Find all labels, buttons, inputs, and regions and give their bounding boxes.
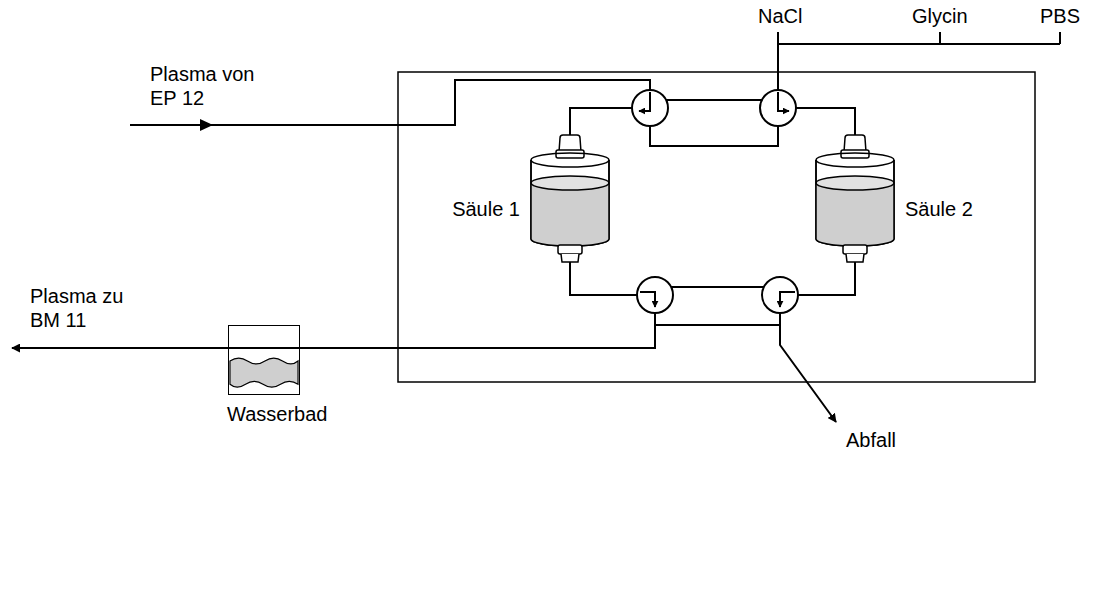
buffer-label: Glycin: [912, 4, 968, 28]
water-bath: Wasserbad: [228, 325, 300, 395]
chromatography-column: Säule 2: [815, 135, 895, 262]
column-symbol: [530, 135, 610, 262]
buffer-supply-pipe: [778, 32, 1060, 90]
node-label: Wasserbad: [227, 402, 327, 426]
column-symbol: [815, 135, 895, 262]
column-2-outlet-pipe: [798, 262, 855, 295]
node-label: Säule 2: [905, 197, 973, 221]
column-2-inlet-pipe: [796, 108, 855, 135]
water-bath-symbol: [229, 326, 299, 394]
flow-arrowhead: [200, 119, 213, 131]
valve-symbol: [632, 90, 668, 126]
valve-bridge: [650, 100, 778, 146]
column-1-outlet-pipe: [570, 262, 637, 295]
waste-label: Abfall: [846, 428, 896, 452]
buffer-label: PBS: [1040, 4, 1080, 28]
valve-flow-arrow: [640, 292, 655, 307]
plasma-inlet-pipe: [130, 80, 650, 125]
chromatography-column: Säule 1: [530, 135, 610, 262]
outlet-label: Plasma zu BM 11: [30, 284, 140, 332]
valve-symbol: [760, 90, 796, 126]
inlet-label: Plasma von EP 12: [150, 62, 260, 110]
valve-flow-arrow: [780, 292, 795, 307]
valve-symbol: [637, 277, 673, 313]
valve-flow-arrow: [639, 92, 650, 111]
node-label: Säule 1: [452, 197, 520, 221]
valve-symbol: [762, 277, 798, 313]
device-housing: [398, 72, 1035, 382]
column-1-inlet-pipe: [570, 108, 632, 135]
waste-pipe: [780, 313, 836, 422]
buffer-label: NaCl: [758, 4, 802, 28]
plasma-outlet-pipe: [12, 313, 655, 348]
valve-flow-arrow: [778, 92, 789, 111]
